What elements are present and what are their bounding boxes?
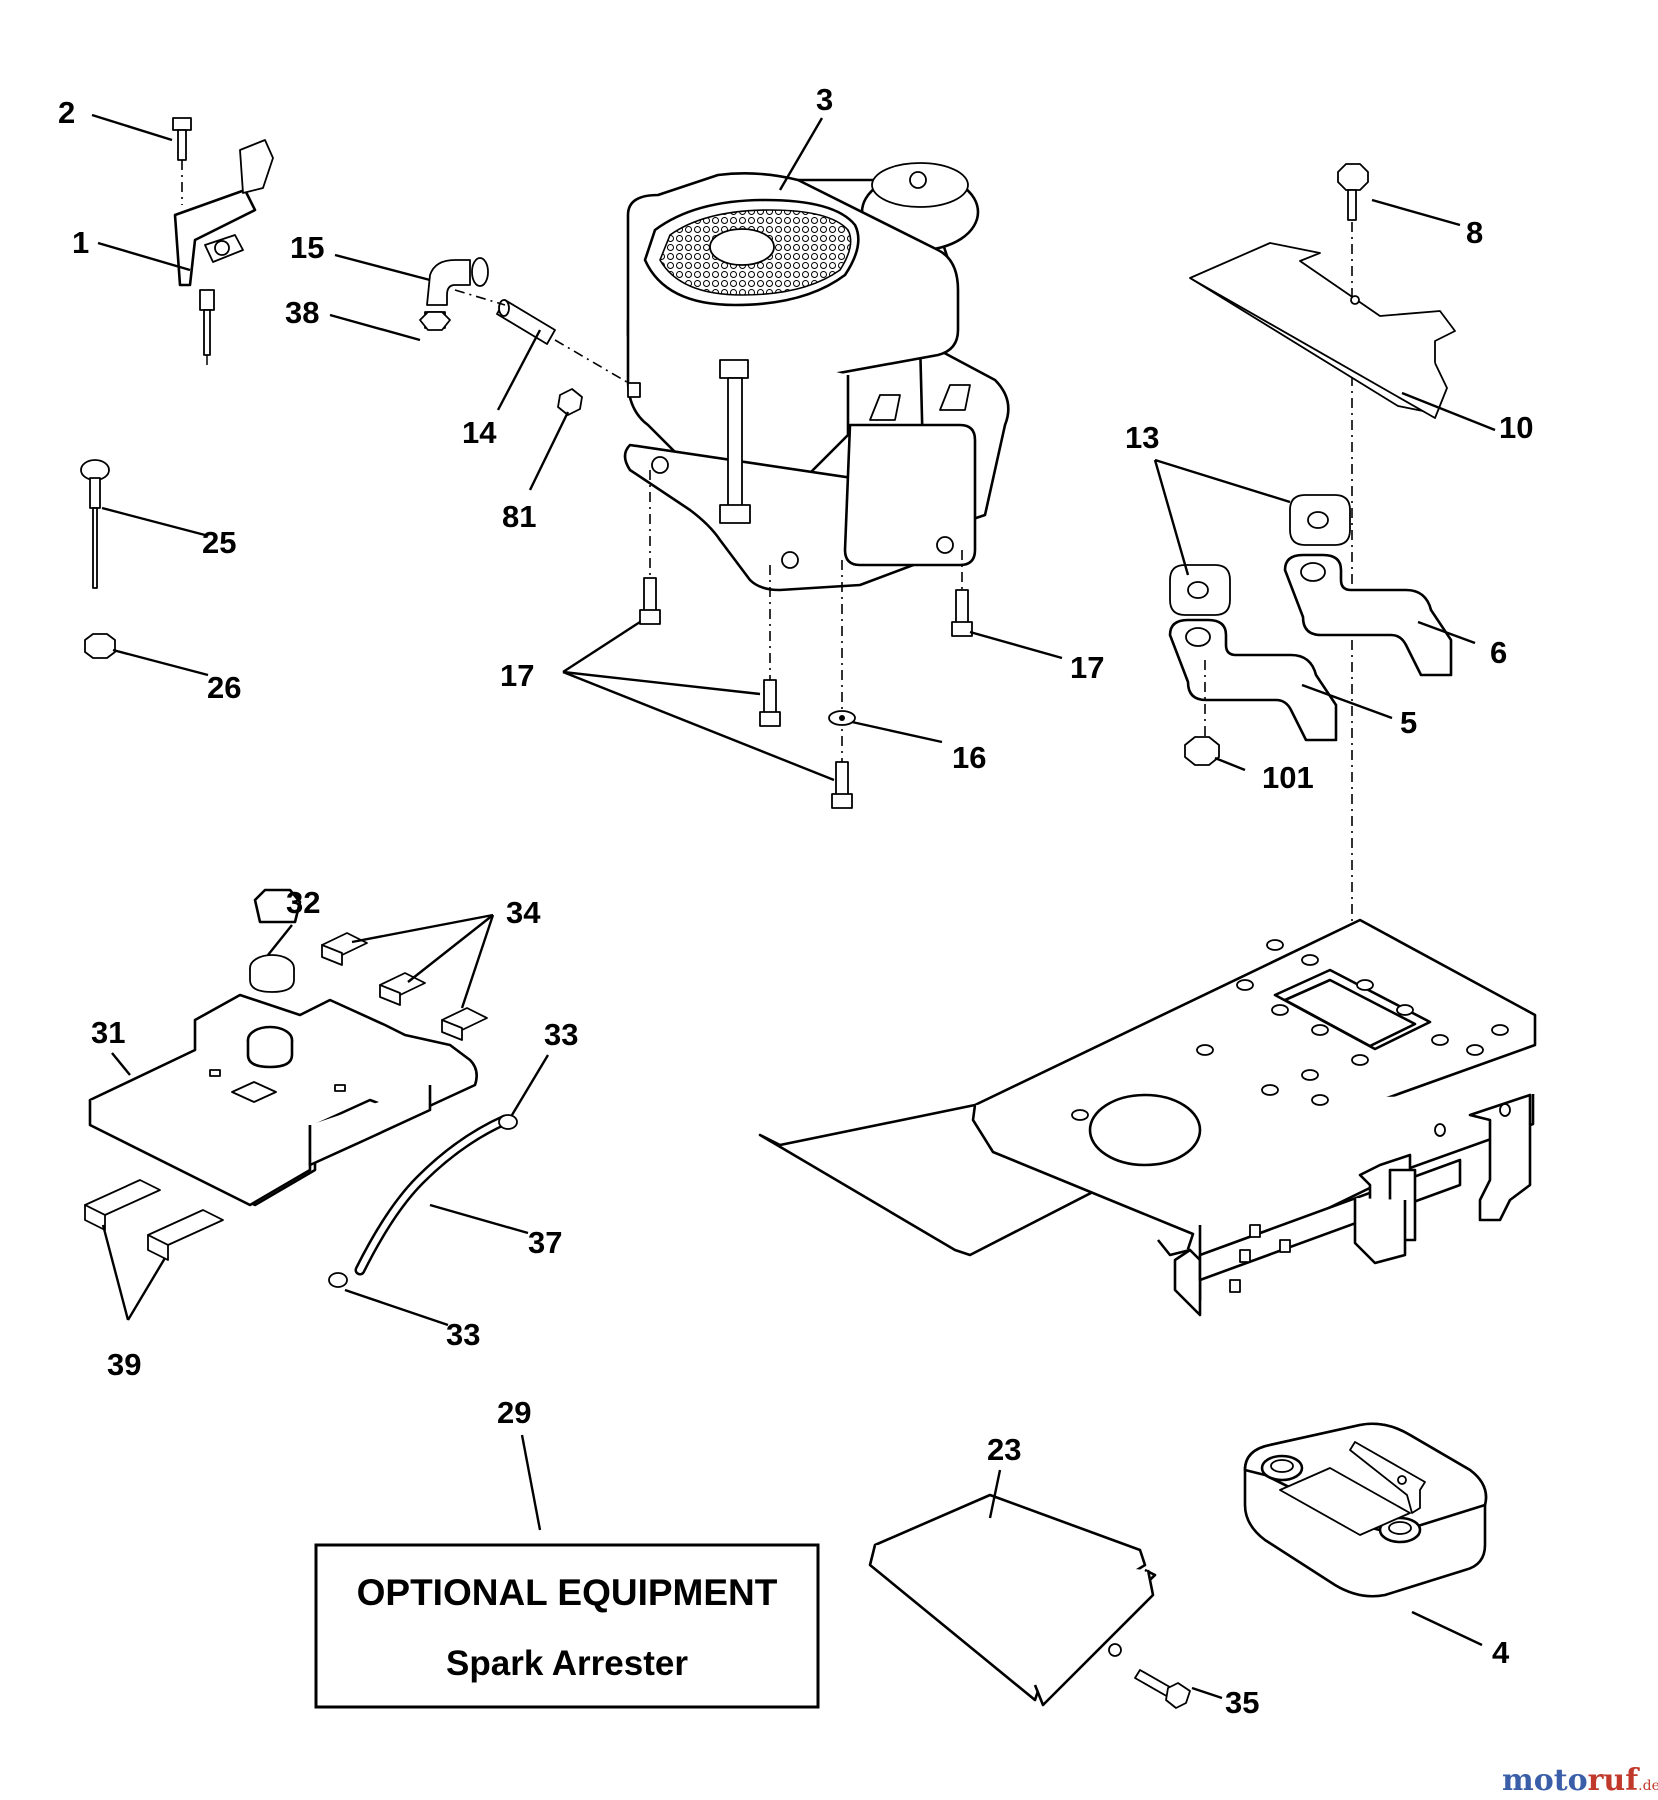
- part-number-label: 26: [207, 670, 241, 705]
- part-number-label: 14: [462, 415, 497, 450]
- svg-text:motoruf.de: motoruf.de: [1502, 1763, 1658, 1798]
- chassis-plate-drawing: [758, 918, 1537, 1317]
- part-number-label: 15: [290, 230, 324, 265]
- part-number-label: 32: [286, 885, 320, 920]
- part-number-label: 2: [58, 95, 75, 130]
- part-number-label: 38: [285, 295, 319, 330]
- optional-equipment-subtitle: Spark Arrester: [446, 1644, 688, 1683]
- watermark-part2: ruf: [1588, 1763, 1641, 1798]
- part-number-label: 3: [816, 82, 833, 117]
- part-number-label: 81: [502, 499, 536, 534]
- part-number-label: 10: [1499, 410, 1533, 445]
- part-number-label: 23: [987, 1432, 1021, 1467]
- part-labels: 2 3 1 8 15 38 14 81 10 13 25 6 17 17 26 …: [58, 82, 1533, 1720]
- throttle-control-drawing: [172, 117, 274, 365]
- part-number-label: 33: [446, 1317, 480, 1352]
- watermark-suffix: .de: [1638, 1778, 1658, 1794]
- part-number-label: 37: [528, 1225, 562, 1260]
- fuel-tank-drawing: [84, 888, 518, 1288]
- part-number-label: 6: [1490, 635, 1507, 670]
- choke-knob-drawing: [80, 459, 116, 659]
- part-number-label: 25: [202, 525, 236, 560]
- part-number-label: 101: [1262, 760, 1314, 795]
- spark-arrester-drawing: [868, 1493, 1191, 1709]
- watermark-logo: motoruf.de: [1502, 1763, 1658, 1798]
- part-number-label: 31: [91, 1015, 125, 1050]
- part-number-label: 16: [952, 740, 986, 775]
- engine-drawing: [623, 162, 1010, 592]
- exhaust-pipes-drawing: [1168, 494, 1453, 766]
- part-number-label: 5: [1400, 705, 1417, 740]
- fuel-fitting-drawing: [419, 257, 641, 416]
- part-number-label: 33: [544, 1017, 578, 1052]
- part-number-label: 8: [1466, 215, 1483, 250]
- muffler-drawing: [1243, 1422, 1488, 1598]
- leader-lines: [91, 113, 1496, 1700]
- part-number-label: 17: [500, 658, 534, 693]
- engine-bolts-drawing: [639, 470, 973, 809]
- part-number-label: 29: [497, 1395, 531, 1430]
- watermark-part1: moto: [1502, 1763, 1588, 1798]
- part-number-label: 1: [72, 225, 89, 260]
- part-number-label: 4: [1492, 1635, 1510, 1670]
- part-number-label: 34: [506, 895, 541, 930]
- optional-equipment-box: OPTIONAL EQUIPMENT Spark Arrester: [314, 1543, 820, 1709]
- part-number-label: 39: [107, 1347, 141, 1382]
- optional-equipment-title: OPTIONAL EQUIPMENT: [357, 1572, 778, 1613]
- part-number-label: 35: [1225, 1685, 1259, 1720]
- part-number-label: 13: [1125, 420, 1159, 455]
- part-number-label: 17: [1070, 650, 1104, 685]
